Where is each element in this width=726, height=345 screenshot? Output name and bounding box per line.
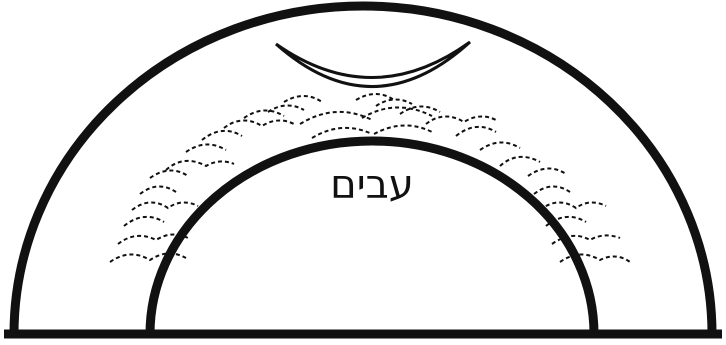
cloud-lines-center	[300, 107, 432, 138]
cloud-lines-left	[110, 96, 322, 262]
inner-dome-label: עבים	[330, 162, 414, 208]
crescent-shape	[276, 42, 470, 87]
